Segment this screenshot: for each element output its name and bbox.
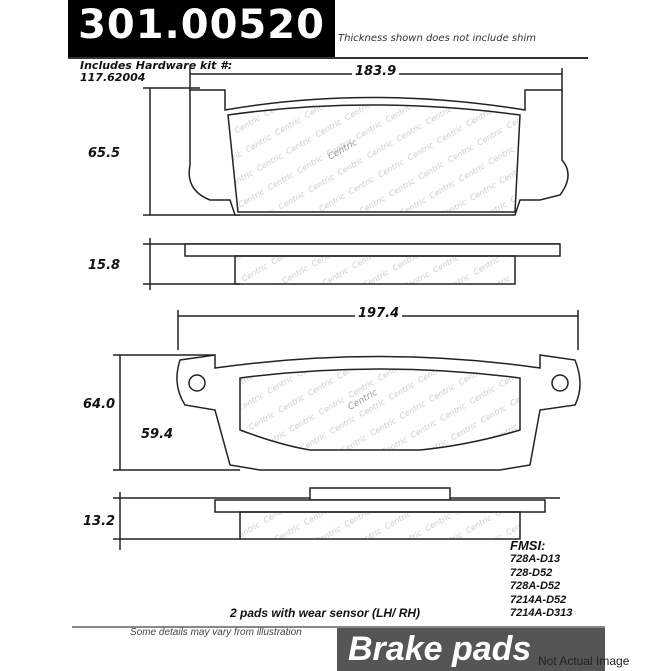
fmsi-list: FMSI: 728A-D13 728-D52 728A-D52 7214A-D5… <box>510 538 572 621</box>
watermark: Not Actual Image <box>538 654 630 668</box>
dim-top-height: 65.5 <box>85 146 124 161</box>
dim-top-thickness: 15.8 <box>85 258 124 273</box>
part-number: 301.00520 <box>78 2 325 48</box>
dim-bottom-width: 197.4 <box>355 306 403 321</box>
dim-bottom-thickness: 13.2 <box>80 514 119 529</box>
fmsi-code: 728A-D52 <box>510 580 561 592</box>
disclaimer: Some details may vary from illustration <box>130 627 302 638</box>
fmsi-code: 7214A-D313 <box>510 607 573 619</box>
dim-top-width: 183.9 <box>352 64 400 79</box>
fmsi-code: 728A-D13 <box>510 553 561 565</box>
hardware-kit-number: 117.62004 <box>80 71 146 84</box>
hardware-kit: Includes Hardware kit #: 117.62004 <box>80 60 232 84</box>
top-edge-plate <box>184 243 561 257</box>
pads-note: 2 pads with wear sensor (LH/ RH) <box>230 606 421 620</box>
wear-sensor-tab <box>309 487 451 501</box>
bottom-edge-plate <box>214 499 546 513</box>
header-bar <box>68 0 335 58</box>
banner-title: Brake pads <box>348 630 532 668</box>
dim-bottom-inner-height: 59.4 <box>138 427 177 442</box>
header-divider <box>68 57 588 59</box>
bottom-edge-friction <box>239 511 521 540</box>
fmsi-code: 7214A-D52 <box>510 593 567 606</box>
footer-divider <box>72 626 605 628</box>
fmsi-code: 728-D52 <box>510 566 553 579</box>
thickness-note: Thickness shown does not include shim <box>338 33 537 44</box>
hardware-kit-label: Includes Hardware kit #: <box>80 59 233 72</box>
bottom-pad-friction <box>239 368 521 451</box>
banner <box>337 628 605 671</box>
fmsi-title: FMSI: <box>510 538 546 553</box>
dim-bottom-height: 64.0 <box>80 397 119 412</box>
top-edge-friction <box>234 255 516 285</box>
top-pad-friction <box>227 104 521 213</box>
